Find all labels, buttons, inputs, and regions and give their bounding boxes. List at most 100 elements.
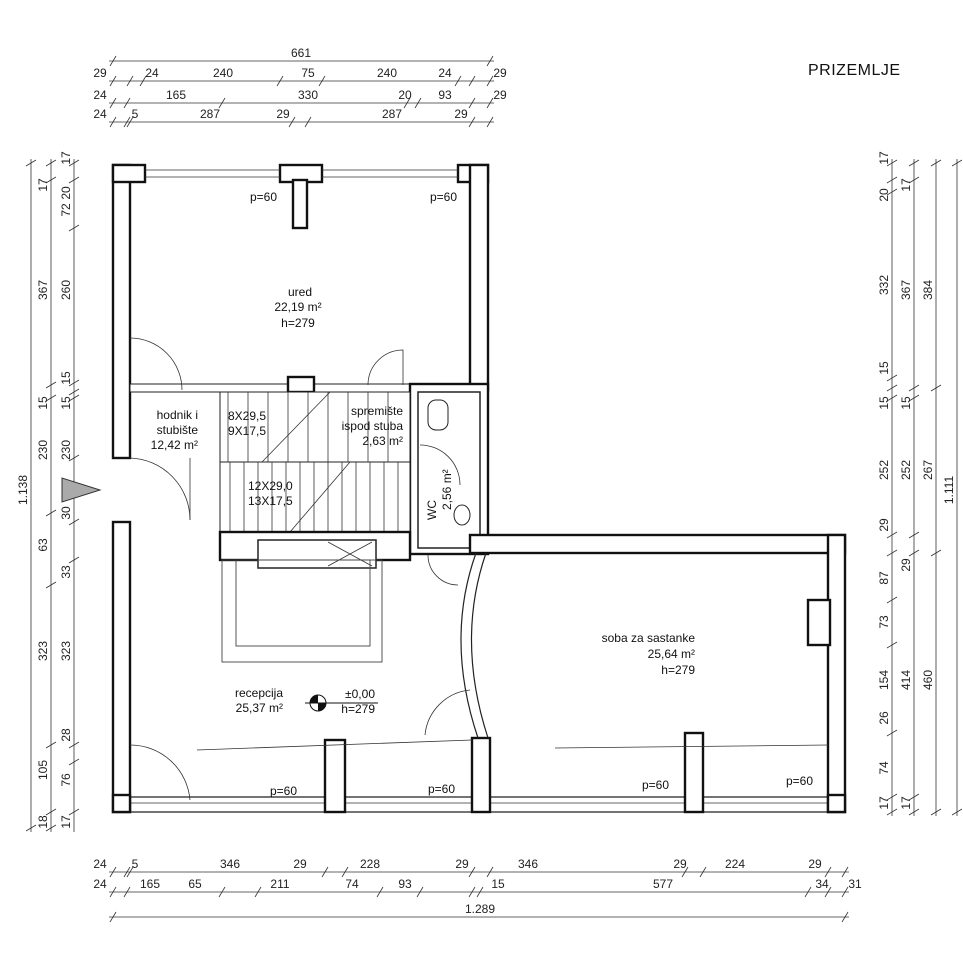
dimension-tick — [218, 886, 226, 898]
dimension-tick — [109, 55, 117, 67]
window-label: p=60 — [428, 782, 455, 796]
dimension-value: 24 — [93, 857, 107, 871]
stair-lower-run: 12X29,0 — [248, 479, 293, 493]
room-area-ured: 22,19 m² — [274, 300, 321, 314]
dimension-value: 384 — [921, 280, 935, 300]
dimension-tick — [681, 866, 689, 878]
room-area-hodnik: 12,42 m² — [151, 438, 198, 452]
dimension-tick — [468, 116, 476, 128]
dimension-tick — [403, 97, 411, 109]
dimension-value: 15 — [899, 396, 913, 410]
dimension-tick — [951, 159, 963, 167]
window-label: p=60 — [270, 784, 297, 798]
dimension-tick — [486, 75, 494, 87]
dimension-value: 93 — [438, 88, 452, 102]
dimension-tick — [841, 886, 849, 898]
dimension-value: 15 — [59, 396, 73, 410]
dimension-value: 74 — [345, 877, 359, 891]
entrance-door-swing — [129, 457, 191, 521]
plan-title: PRIZEMLJE — [808, 62, 901, 79]
dimension-value: 17 — [59, 815, 73, 829]
dimension-tick — [951, 808, 963, 816]
dimension-tick — [218, 97, 226, 109]
dimension-tick — [908, 531, 920, 539]
dimension-tick — [25, 824, 37, 832]
dimension-value: 33 — [59, 565, 73, 579]
pier — [111, 163, 147, 184]
room-area-soba: 25,64 m² — [648, 647, 695, 661]
window-label: p=60 — [642, 778, 669, 792]
pier — [806, 598, 832, 647]
dimension-tick — [45, 824, 57, 832]
dimension-value: 252 — [877, 460, 891, 480]
dimension-tick — [841, 866, 849, 878]
dimension-tick — [886, 549, 898, 557]
dimension-value: 1.289 — [465, 902, 495, 916]
dimension-tick — [276, 75, 284, 87]
dimension-value: 661 — [291, 46, 311, 60]
dimension-tick — [486, 116, 494, 128]
dimension-value: 17 — [59, 151, 73, 165]
dimension-value: 26 — [877, 711, 891, 725]
dimension-value: 17 — [877, 151, 891, 165]
dimension-value: 230 — [59, 440, 73, 460]
dimension-tick — [68, 758, 80, 766]
dimension-value: 224 — [725, 857, 745, 871]
level-height: h=279 — [341, 702, 375, 716]
wall-ured-right — [468, 163, 490, 392]
room-name-wc: WC — [425, 500, 439, 520]
dimension-tick — [468, 75, 476, 87]
dimension-tick — [886, 394, 898, 402]
dimension-value: 1.111 — [942, 476, 956, 505]
dimension-value: 15 — [877, 361, 891, 375]
dimension-value: 211 — [270, 877, 289, 891]
dimension-value: 20 — [398, 88, 412, 102]
dimension-tick — [123, 116, 131, 128]
level-marker-icon — [305, 694, 378, 712]
dimension-tick — [45, 808, 57, 816]
dimension-tick — [109, 866, 117, 878]
toilet-icon — [427, 399, 449, 431]
dimension-value: 87 — [877, 571, 891, 585]
dimension-value: 24 — [93, 88, 107, 102]
dimension-tick — [468, 866, 476, 878]
dimension-tick — [123, 886, 131, 898]
dimension-tick — [123, 97, 131, 109]
dimension-value: 5 — [132, 857, 139, 871]
dimension-tick — [68, 394, 80, 402]
dimension-tick — [930, 549, 942, 557]
wall-left-upper — [111, 163, 132, 460]
dimension-tick — [254, 886, 262, 898]
dimension-tick — [476, 886, 484, 898]
dimension-value: 17 — [36, 178, 50, 192]
wall-left-lower — [111, 520, 132, 814]
dimension-tick — [908, 808, 920, 816]
door-swing — [129, 337, 183, 391]
dimension-value: 75 — [301, 66, 315, 80]
dimension-tick — [45, 159, 57, 167]
stair-upper-run: 8X29,5 — [228, 409, 266, 423]
dimension-value: 29 — [493, 88, 507, 102]
dimension-tick — [68, 159, 80, 167]
dimension-value: 367 — [899, 280, 913, 300]
dimension-value: 31 — [848, 877, 862, 891]
dimension-value: 29 — [93, 66, 107, 80]
dimension-tick — [68, 176, 80, 184]
room-name-soba: soba za sastanke — [602, 631, 696, 645]
dimension-tick — [318, 75, 326, 87]
dimension-tick — [908, 159, 920, 167]
dimension-tick — [68, 741, 80, 749]
room-name-hodnik: hodnik i — [157, 408, 198, 422]
dimension-value: 30 — [59, 506, 73, 520]
dimension-value: 72 — [59, 203, 73, 217]
wall-right-wing-top — [468, 533, 847, 555]
dimension-value: 240 — [377, 66, 397, 80]
dimension-value: 24 — [93, 107, 107, 121]
pier — [291, 178, 309, 230]
level-elevation: ±0,00 — [345, 687, 375, 701]
dimension-tick — [486, 55, 494, 67]
dimension-tick — [930, 159, 942, 167]
dimension-value: 15 — [59, 371, 73, 385]
dimension-value: 17 — [899, 796, 913, 810]
